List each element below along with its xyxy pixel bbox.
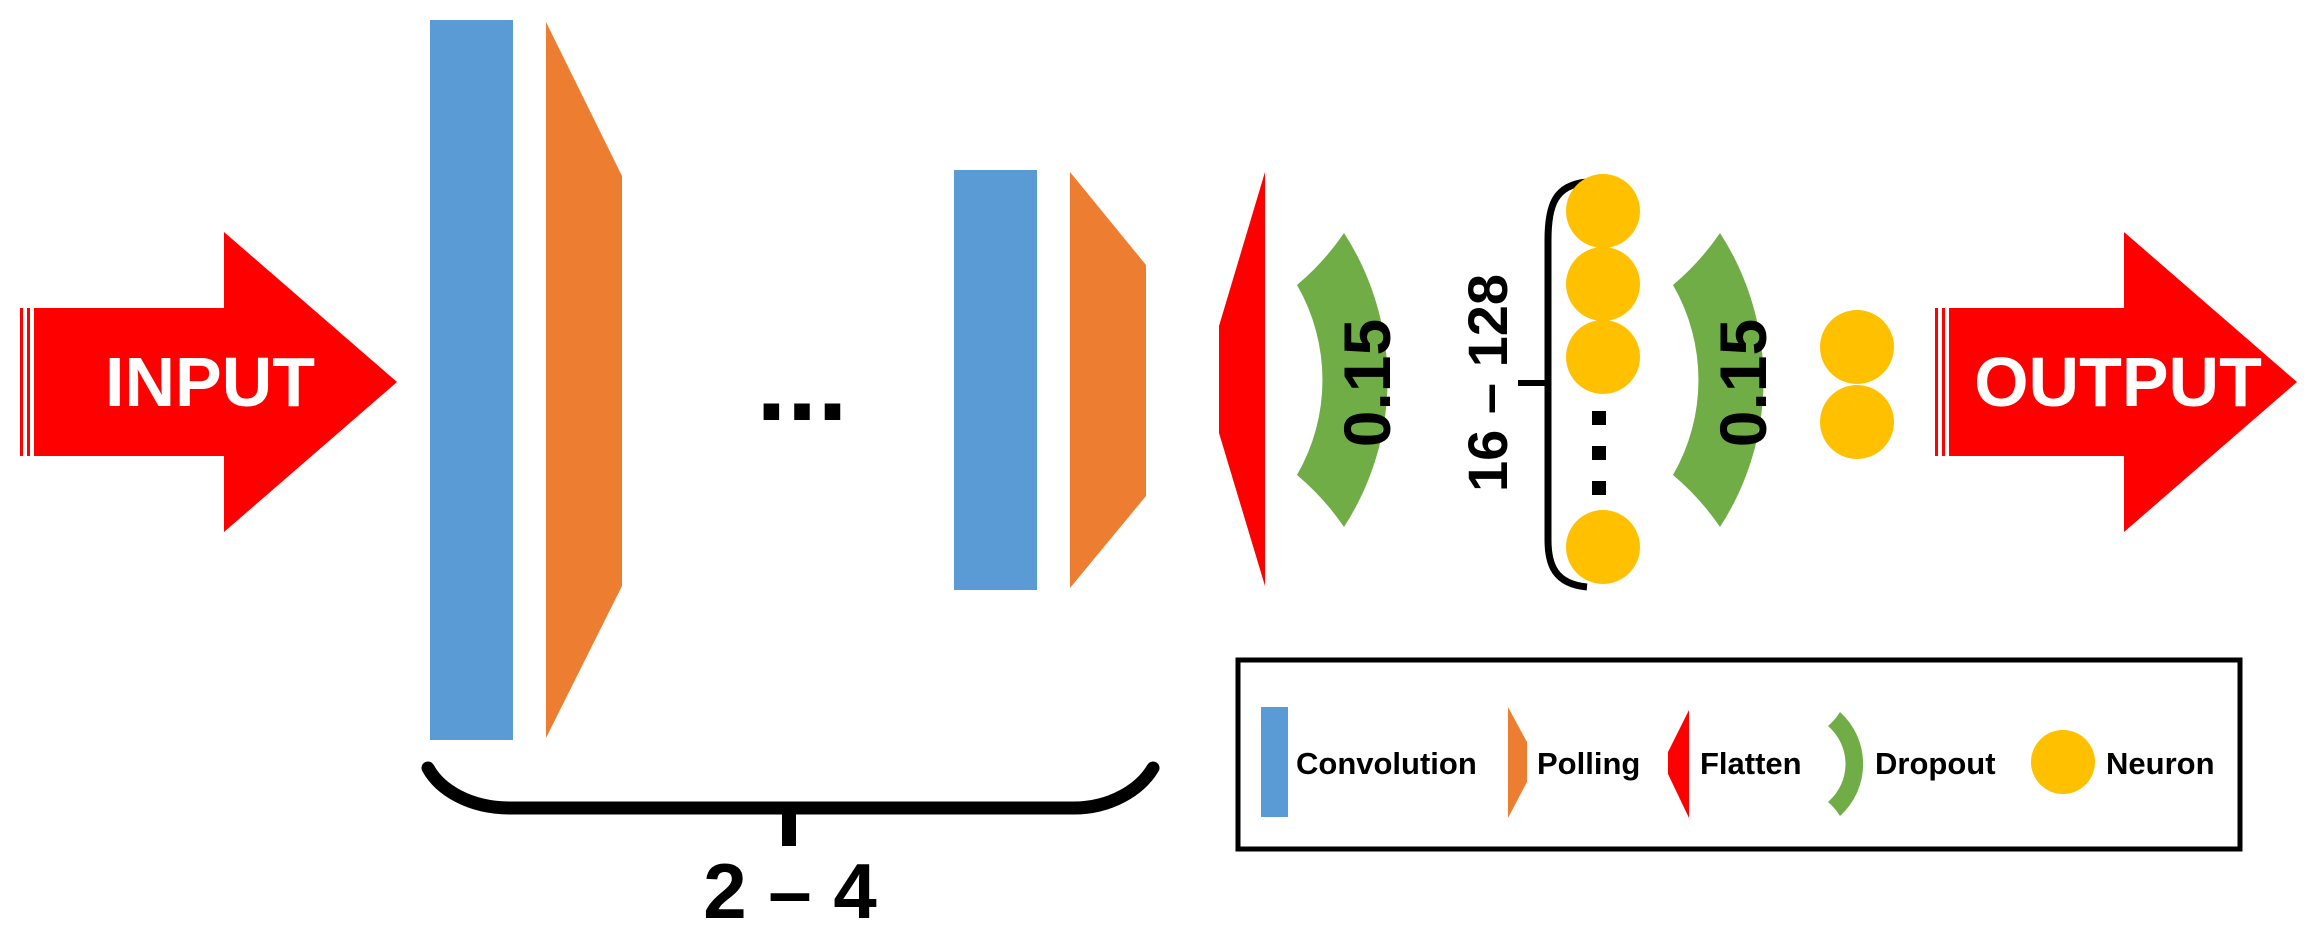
input-arrow-stripe [20, 308, 23, 456]
conv-ellipsis: ... [756, 321, 848, 444]
legend-pooling-icon [1508, 707, 1527, 818]
legend-label-convolution: Convolution [1296, 746, 1477, 781]
output-neurons [1820, 310, 1894, 459]
convolution-layer-n [954, 170, 1037, 590]
input-arrow: INPUT [20, 232, 397, 532]
bracket-curve [421, 761, 1160, 815]
dense-ellipsis-dot [1592, 411, 1606, 425]
legend-dropout-icon [1828, 712, 1864, 816]
dropout-arc-2 [1673, 233, 1764, 527]
dense-layer: 16 – 128 [1456, 174, 1640, 591]
dropout-layer-1: 0.15 [1297, 233, 1404, 527]
dense-ellipsis-dot [1592, 446, 1606, 460]
output-arrow-stripe [1942, 308, 1945, 456]
pooling-layer-1 [546, 22, 622, 738]
legend-convolution-icon [1261, 707, 1288, 817]
input-arrow-shape [34, 232, 397, 532]
legend-label-flatten: Flatten [1700, 746, 1802, 781]
legend-neuron-icon [2031, 730, 2095, 794]
dropout-rate-1: 0.15 [1330, 319, 1404, 447]
input-label: INPUT [105, 343, 315, 421]
input-arrow-stripe [27, 308, 30, 456]
dense-range: 16 – 128 [1456, 274, 1519, 492]
output-label: OUTPUT [1974, 343, 2262, 421]
dense-neuron [1566, 510, 1640, 584]
legend: Convolution Polling Flatten Dropout Neur… [1235, 657, 2243, 852]
dense-neuron [1566, 174, 1640, 248]
flatten-layer [1219, 172, 1265, 586]
dropout-arc-1 [1297, 233, 1388, 527]
conv-block-range: 2 – 4 [703, 847, 876, 935]
bracket-tick [782, 808, 796, 846]
legend-label-neuron: Neuron [2106, 746, 2215, 781]
dropout-rate-2: 0.15 [1706, 319, 1780, 447]
output-neuron [1820, 385, 1894, 459]
dropout-layer-2: 0.15 [1673, 233, 1780, 527]
legend-label-dropout: Dropout [1875, 746, 1996, 781]
output-neuron [1820, 310, 1894, 384]
pooling-layer-n [1070, 172, 1146, 588]
output-arrow-shape [1949, 232, 2297, 532]
dense-neuron [1566, 247, 1640, 321]
dense-ellipsis-dot [1592, 481, 1606, 495]
convolution-layer-1 [430, 20, 513, 740]
conv-block-bracket: 2 – 4 [421, 761, 1160, 935]
dense-brace [1544, 178, 1588, 591]
dense-brace-tick [1518, 380, 1550, 386]
legend-label-polling: Polling [1537, 746, 1640, 781]
dense-neuron [1566, 320, 1640, 394]
legend-flatten-icon [1668, 710, 1689, 818]
output-arrow-stripe [1935, 308, 1938, 456]
output-arrow: OUTPUT [1935, 232, 2297, 532]
